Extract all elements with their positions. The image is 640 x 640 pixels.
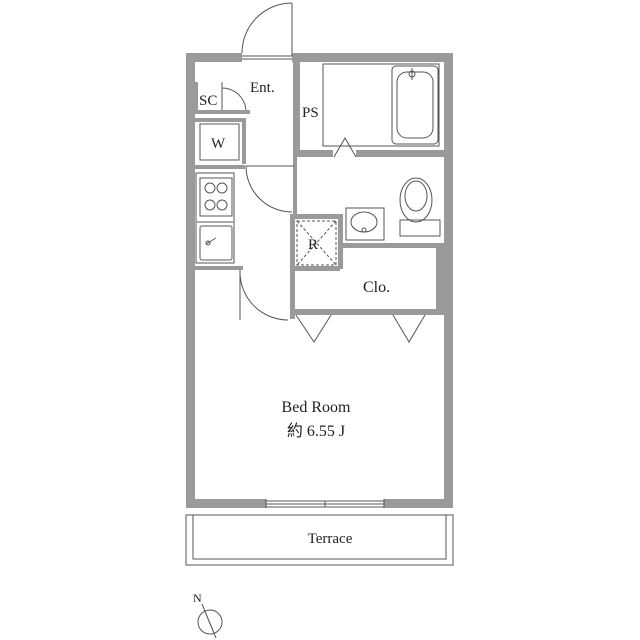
bathtub [322, 63, 440, 147]
bedroom-window [265, 499, 385, 508]
shoe-closet-door [221, 82, 247, 111]
label-bedroom-name: Bed Room [282, 399, 351, 416]
label-refrigerator: R [308, 237, 318, 253]
outer-walls [186, 53, 453, 508]
label-entrance: Ent. [250, 80, 275, 96]
label-bedroom-size: 約 6.55 J [287, 422, 345, 440]
stove [195, 172, 235, 264]
label-washer: W [211, 136, 226, 152]
room-labels: Ent. SC PS W R Clo. Bed Room 約 6.55 J Te… [199, 80, 390, 547]
label-shoe-closet: SC [199, 93, 217, 109]
bath-folding-door [333, 137, 357, 158]
washbasin [345, 207, 385, 241]
washer-box [199, 123, 240, 161]
toilet [399, 177, 441, 237]
label-pipe-space: PS [302, 105, 319, 121]
bath-door [245, 165, 294, 213]
kitchen-sink [199, 225, 233, 261]
closet-doors [295, 314, 426, 343]
interior-walls [195, 62, 444, 319]
refrigerator-box [296, 220, 337, 266]
label-closet: Clo. [363, 279, 390, 296]
bedroom-door [239, 270, 289, 321]
compass-label: N [193, 591, 202, 605]
compass-icon: N [193, 591, 223, 639]
terrace [185, 514, 454, 566]
label-terrace: Terrace [308, 531, 353, 547]
entrance-door [241, 2, 293, 60]
